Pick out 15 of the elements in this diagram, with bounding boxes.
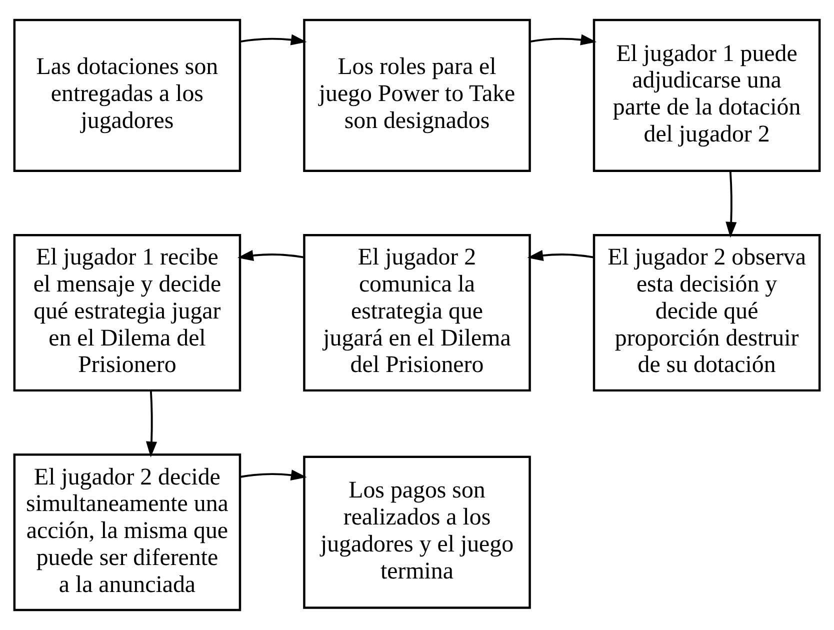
node-box: El jugador 1 puede adjudicarse una parte de la dotación del jugador 2 (592, 18, 821, 172)
node-box: Las dotaciones son entregadas a los jugadores (13, 18, 242, 172)
node-box: Los pagos son realizados a los jugadores y el juego termina (303, 456, 531, 609)
arrow (146, 390, 158, 458)
node-box: Los roles para el juego Power to Take son designados (303, 18, 531, 172)
node-box: El jugador 2 decide simultaneamente una acción, la misma que puede ser diferente a la anunciada (13, 454, 242, 612)
arrow (726, 171, 737, 238)
arrow (238, 250, 304, 261)
node-box: El jugador 2 observa esta decisión y decide qué proporción destruir de su dotación (592, 234, 821, 392)
node-box: El jugador 1 recibe el mensaje y decide qué estrategia jugar en el Dilema del Prisionero (13, 234, 242, 392)
arrow (530, 34, 597, 46)
arrow (240, 470, 307, 481)
arrow (527, 250, 594, 261)
arrow (240, 34, 307, 46)
node-box: El jugador 2 comunica la estrategia que jugará en el Dilema del Prisionero (303, 234, 531, 392)
